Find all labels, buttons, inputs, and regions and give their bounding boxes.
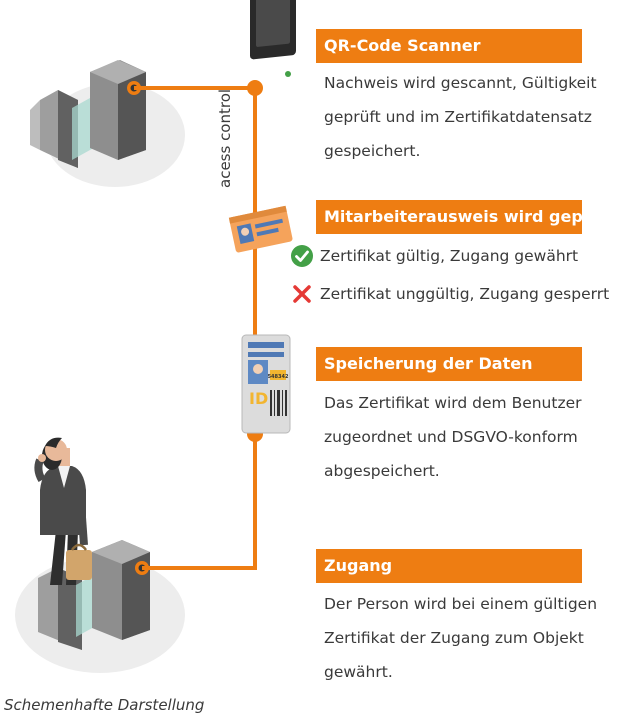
text-line: Der Person wird bei einem gültigen — [324, 595, 598, 613]
text-line: gewährt. — [324, 663, 393, 681]
badge-number: 548342 — [268, 374, 289, 380]
text-line: Nachweis wird gescannt, Gültigkeit — [324, 74, 597, 92]
text-line: abgespeichert. — [324, 462, 440, 480]
check-icon — [291, 245, 313, 267]
section-access-text: Der Person wird bei einem gültigen Zerti… — [324, 587, 624, 689]
status-valid: Zertifikat gültig, Zugang gewährt — [290, 244, 578, 268]
flow-line — [134, 86, 257, 570]
turnstile-top — [30, 60, 185, 187]
qr-scanner-device — [250, 0, 296, 77]
section-access-title: Zugang — [316, 549, 582, 583]
caption: Schemenhafte Darstellung — [4, 696, 205, 714]
cross-icon — [293, 285, 311, 303]
text-line: Zertifikat der Zugang zum Objekt — [324, 629, 584, 647]
section-storage-title: Speicherung der Daten — [316, 347, 582, 381]
status-valid-text: Zertifikat gültig, Zugang gewährt — [320, 247, 579, 265]
person-figure — [34, 437, 92, 585]
badge-id-text: ID — [249, 389, 268, 408]
text-line: Das Zertifikat wird dem Benutzer — [324, 394, 582, 412]
access-control-label: acess control — [216, 88, 234, 188]
text-line: geprüft und im Zertifikatdatensatz — [324, 108, 592, 126]
turnstile-bottom — [15, 540, 185, 673]
id-badge: 548342 ID — [241, 334, 291, 434]
flow-node-1 — [247, 80, 263, 96]
employee-card — [228, 205, 293, 253]
section-storage-text: Das Zertifikat wird dem Benutzer zugeord… — [324, 386, 624, 488]
section-card-check-title: Mitarbeiterausweis wird geprüft — [316, 200, 617, 234]
status-invalid-text: Zertifikat unggültig, Zugang gesperrt — [320, 285, 610, 303]
barcode-icon — [270, 390, 287, 416]
status-invalid: Zertifikat unggültig, Zugang gesperrt — [290, 282, 609, 306]
text-line: zugeordnet und DSGVO-konform — [324, 428, 578, 446]
section-qr-scanner-title: QR-Code Scanner — [316, 29, 582, 63]
section-qr-scanner-text: Nachweis wird gescannt, Gültigkeit geprü… — [324, 66, 624, 168]
text-line: gespeichert. — [324, 142, 421, 160]
